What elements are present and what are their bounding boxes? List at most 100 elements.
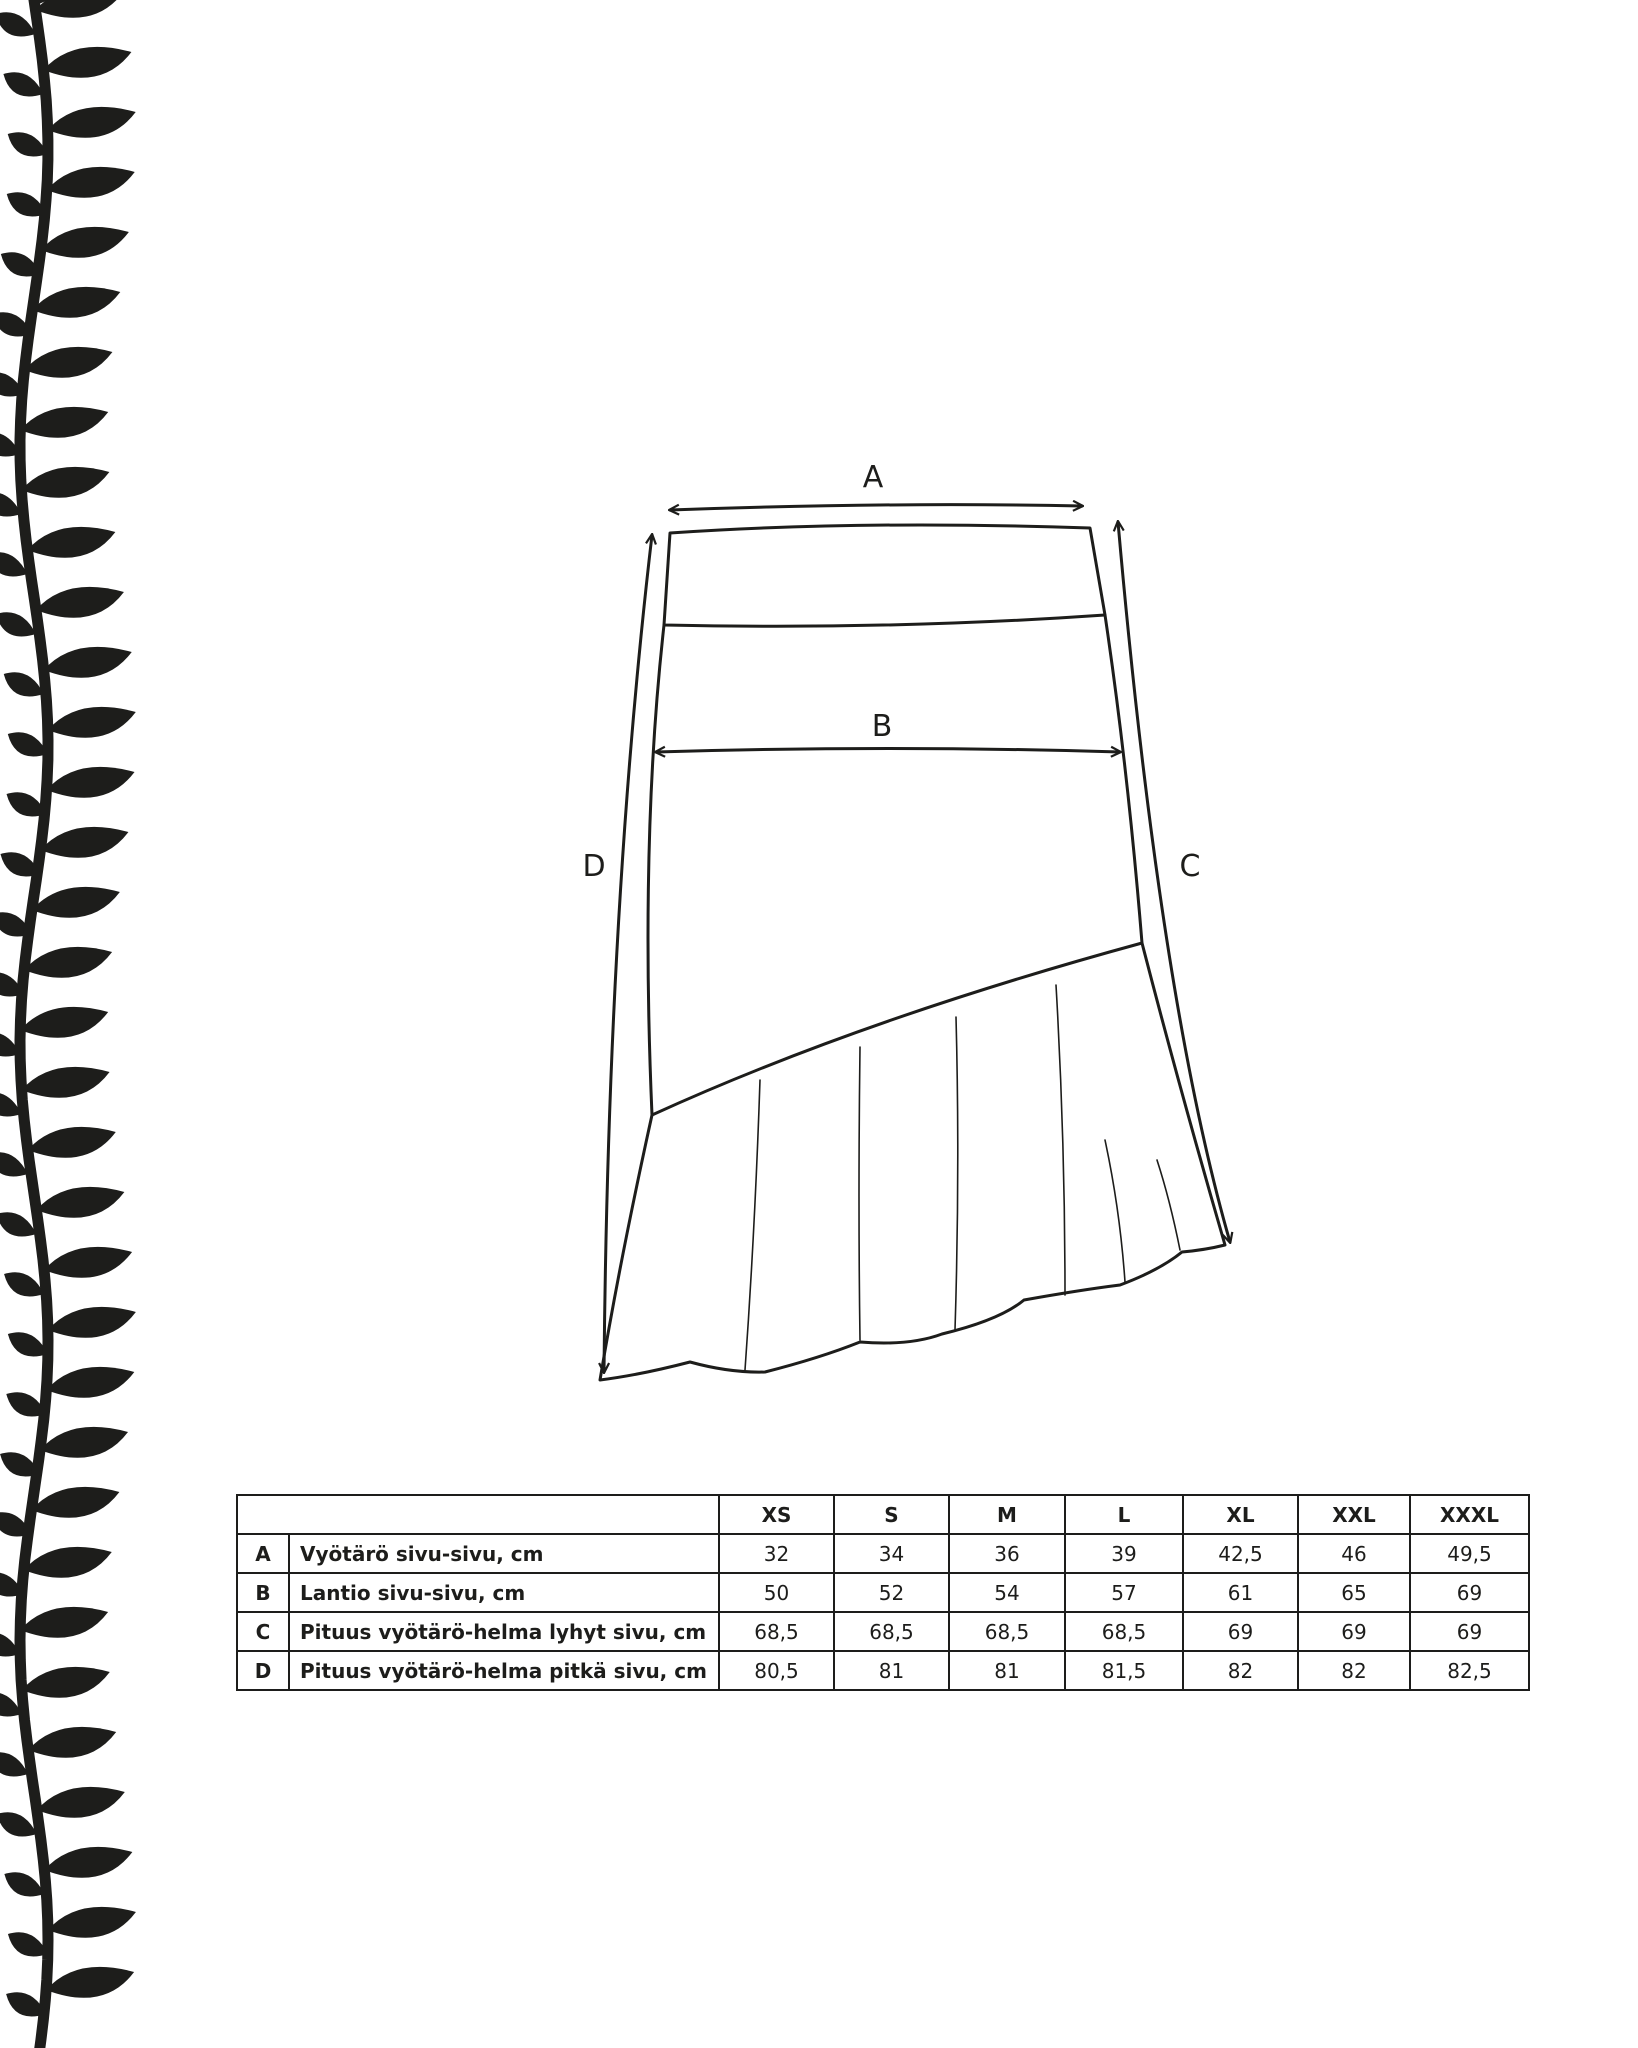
vine-leaf [35, 586, 124, 618]
size-header-row: XS S M L XL XXL XXXL [236, 1494, 1530, 1535]
vine-leaf [36, 1786, 125, 1818]
header-empty-cell [236, 1494, 720, 1535]
vine-leaf [32, 286, 121, 318]
measurement-value: 81 [948, 1650, 1066, 1691]
vine-leaf [31, 886, 120, 918]
vine-leaf [0, 1812, 37, 1837]
measurement-value: 69 [1182, 1611, 1299, 1652]
vine-leaf [7, 1332, 48, 1357]
vine-leaf [44, 1246, 133, 1278]
measurement-value: 54 [948, 1572, 1066, 1613]
flounce-fold [858, 1046, 861, 1341]
vine-leaf [20, 1606, 109, 1638]
vine-leaf [40, 226, 129, 258]
measurement-value: 81 [833, 1650, 950, 1691]
skirt-diagram: A B C D [582, 460, 1280, 1382]
vine-leaf [23, 1546, 112, 1578]
measurement-value: 69 [1409, 1611, 1530, 1652]
vine-leaf [46, 166, 135, 198]
vine-leaf [21, 466, 110, 498]
vine-leaf [46, 1366, 135, 1398]
vine-leaf [21, 1066, 110, 1098]
measurement-value: 69 [1409, 1572, 1530, 1613]
measurement-value: 82 [1182, 1650, 1299, 1691]
vine-leaf [46, 766, 135, 798]
vine-leaf [6, 792, 47, 817]
vine-leaf [0, 1212, 37, 1237]
vine-leaf [3, 72, 44, 97]
measurement-value: 68,5 [948, 1611, 1066, 1652]
measurement-label: Lantio sivu-sivu, cm [288, 1572, 720, 1613]
measurement-value: 32 [718, 1533, 835, 1574]
leaf-vine-decoration [0, 0, 136, 2048]
vine-leaf [7, 732, 48, 757]
measurement-value: 57 [1064, 1572, 1184, 1613]
dimension-arrow-b [656, 749, 1120, 753]
vine-leaf [3, 672, 44, 697]
dimension-arrow-a [670, 505, 1082, 510]
measurement-value: 50 [718, 1572, 835, 1613]
vine-leaf [7, 1932, 48, 1957]
vine-leaf [0, 12, 36, 37]
flounce-fold [1104, 1139, 1126, 1283]
size-header: XL [1182, 1494, 1299, 1535]
measurement-value: 61 [1182, 1572, 1299, 1613]
flounce-fold [744, 1079, 761, 1371]
measurement-value: 39 [1064, 1533, 1184, 1574]
vine-leaf [6, 192, 47, 217]
vine-leaf [0, 1693, 22, 1717]
dimension-label-d: D [582, 849, 605, 884]
measurement-label: Vyötärö sivu-sivu, cm [288, 1533, 720, 1574]
vine-leaf [35, 0, 117, 18]
vine-leaf [0, 1752, 29, 1777]
measurement-label: Pituus vyötärö-helma lyhyt sivu, cm [288, 1611, 720, 1652]
vine-leaf [0, 1093, 22, 1117]
measurement-key: C [236, 1611, 290, 1652]
dimension-label-a: A [863, 460, 884, 495]
vine-leaf [24, 346, 113, 378]
measurement-value: 65 [1297, 1572, 1411, 1613]
vine-leaf [31, 1486, 120, 1518]
vine-leaf [24, 946, 113, 978]
vine-leaf [7, 132, 48, 157]
vine-leaf [47, 106, 136, 138]
size-header: XXXL [1409, 1494, 1530, 1535]
flounce-fold [954, 1016, 959, 1331]
measurement-value: 82 [1297, 1650, 1411, 1691]
vine-leaf [6, 1992, 47, 2017]
vine-leaf [0, 612, 36, 637]
flounce-fold [1156, 1159, 1181, 1251]
vine-leaf [0, 1452, 41, 1477]
vine-leaf [40, 826, 129, 858]
vine-leaf [21, 1666, 110, 1698]
vine-leaf [4, 1872, 45, 1897]
skirt-waistband [662, 523, 1107, 628]
vine-leaf [44, 1846, 133, 1878]
vine-leaf [47, 1906, 136, 1938]
dimension-arrow-c [1118, 522, 1230, 1242]
vine-leaf [20, 1006, 109, 1038]
vine-leaf [27, 1126, 116, 1158]
size-header: M [948, 1494, 1066, 1535]
vine-leaf [27, 526, 116, 558]
measurement-value: 34 [833, 1533, 950, 1574]
size-header: S [833, 1494, 950, 1535]
dimension-arrow-d [604, 535, 652, 1372]
skirt-body [646, 613, 1144, 1117]
measurement-value: 42,5 [1182, 1533, 1299, 1574]
measurement-value: 46 [1297, 1533, 1411, 1574]
measurement-value: 68,5 [718, 1611, 835, 1652]
vine-leaf [43, 646, 132, 678]
vine-leaf [47, 1306, 136, 1338]
vine-leaf [6, 1392, 47, 1417]
measurement-value: 80,5 [718, 1650, 835, 1691]
measurement-key: D [236, 1650, 290, 1691]
measurement-value: 68,5 [833, 1611, 950, 1652]
skirt-flounce [598, 941, 1227, 1382]
vine-leaf [0, 1152, 28, 1177]
measurement-value: 69 [1297, 1611, 1411, 1652]
size-header: XS [718, 1494, 835, 1535]
